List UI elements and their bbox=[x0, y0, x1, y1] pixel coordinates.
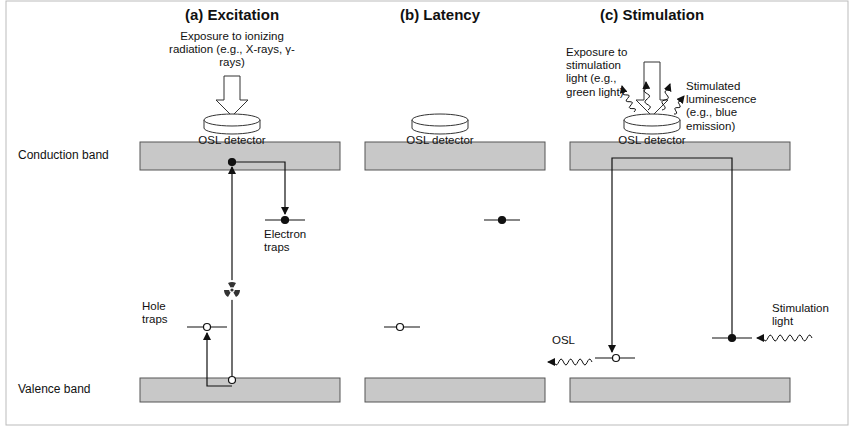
frame bbox=[6, 1, 848, 425]
wavy-arrow bbox=[548, 359, 592, 365]
detector-label: OSL detector bbox=[187, 134, 277, 147]
trap-label: Hole traps bbox=[142, 300, 184, 326]
light-arrow bbox=[636, 62, 668, 116]
stimulation-note: Exposure to stimulation light (e.g., gre… bbox=[566, 46, 630, 99]
detector-label: OSL detector bbox=[395, 134, 485, 147]
band-label: Valence band bbox=[18, 383, 128, 397]
charges bbox=[204, 159, 736, 384]
energy-bands bbox=[140, 142, 790, 402]
wavy-arrow bbox=[757, 335, 812, 341]
radiation-symbol bbox=[224, 282, 240, 297]
wavy-arrow bbox=[644, 82, 650, 110]
panel-title: (c) Stimulation bbox=[572, 6, 732, 23]
trap-levels bbox=[187, 220, 752, 358]
osl-detectors bbox=[204, 114, 680, 134]
radiation-arrow bbox=[216, 76, 248, 116]
wavy-arrow bbox=[622, 86, 635, 112]
panel-title: (b) Latency bbox=[370, 6, 510, 23]
band-label: Conduction band bbox=[18, 149, 128, 163]
light-label: Stimulation light bbox=[772, 302, 834, 328]
charge-paths bbox=[207, 158, 732, 386]
excitation-note: Exposure to ionizing radiation (e.g., X-… bbox=[166, 30, 298, 70]
panel-title: (a) Excitation bbox=[152, 6, 312, 23]
wavy-arrow bbox=[662, 84, 670, 110]
detector-label: OSL detector bbox=[607, 134, 697, 147]
trap-label: Electron traps bbox=[264, 228, 316, 254]
symbol-ground bbox=[222, 280, 242, 300]
wavy-arrow bbox=[674, 96, 684, 114]
emission-note: Stimulated luminescence (e.g., blue emis… bbox=[686, 80, 762, 133]
osl-label: OSL bbox=[552, 334, 586, 347]
